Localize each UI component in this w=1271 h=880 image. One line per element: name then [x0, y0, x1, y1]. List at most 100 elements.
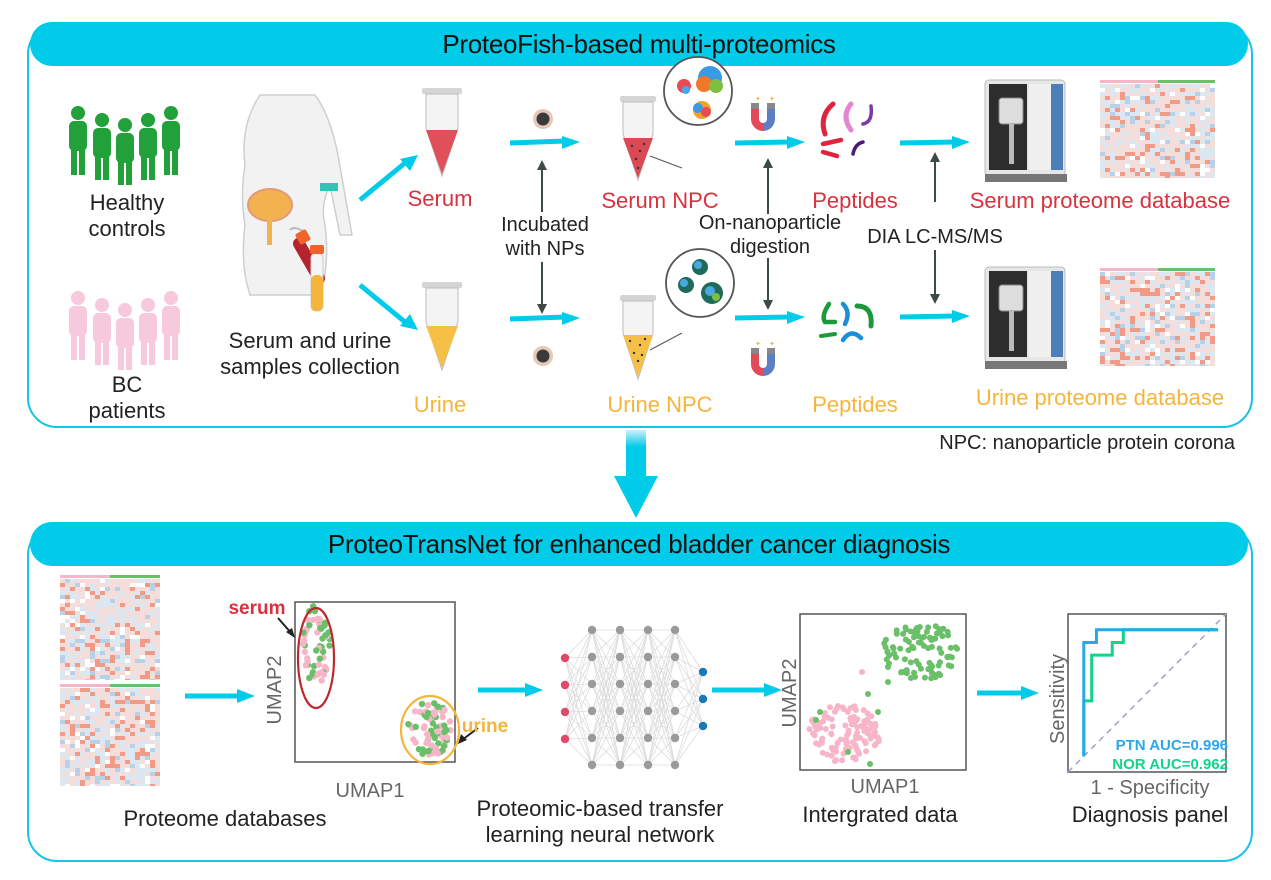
heatmap-cell: [1145, 124, 1150, 128]
heatmap-cell: [85, 784, 90, 786]
heatmap-cell: [1175, 288, 1180, 292]
umap1-point: [412, 739, 419, 746]
heatmap-cell: [1110, 272, 1115, 276]
nanoparticle-top-icon: [533, 109, 553, 129]
heatmap-cell: [1200, 112, 1205, 116]
nor-auc-legend: NOR AUC=0.962: [1112, 756, 1228, 773]
heatmap-cell: [90, 716, 95, 720]
nn-node: [670, 706, 680, 716]
heatmap-cell: [1185, 316, 1190, 320]
heatmap-cell: [150, 659, 155, 663]
heatmap-cell: [1150, 132, 1155, 136]
heatmap-cell: [115, 768, 120, 772]
heatmap-cell: [115, 651, 120, 655]
heatmap-cell: [1165, 300, 1170, 304]
heatmap-cell: [155, 671, 160, 675]
heatmap-cell: [65, 704, 70, 708]
heatmap-cell: [110, 627, 115, 631]
heatmap-cell: [155, 728, 160, 732]
heatmap-cell: [1180, 156, 1185, 160]
heatmap-cell: [1145, 156, 1150, 160]
heatmap-cell: [155, 776, 160, 780]
heatmap-cell: [145, 712, 150, 716]
heatmap-cell: [135, 655, 140, 659]
umap1-point: [431, 709, 438, 717]
heatmap-cell: [1200, 152, 1205, 156]
heatmap-cell: [1170, 280, 1175, 284]
heatmap-cell: [1165, 360, 1170, 364]
heatmap-cell: [1170, 88, 1175, 92]
patients-people-icon: [69, 291, 180, 370]
heatmap-cell: [1195, 288, 1200, 292]
heatmap-cell: [1200, 336, 1205, 340]
heatmap-cell: [1160, 96, 1165, 100]
heatmap-cell: [135, 704, 140, 708]
heatmap-cell: [1115, 120, 1120, 124]
integrated-point-control: [903, 668, 910, 675]
integrated-point-patient: [828, 752, 835, 759]
heatmap-cell: [130, 639, 135, 643]
heatmap-cell: [1100, 296, 1105, 300]
umap-separate-plot: [277, 601, 479, 766]
heatmap-cell: [145, 663, 150, 667]
heatmap-cell: [1190, 156, 1195, 160]
heatmap-cell: [95, 756, 100, 760]
heatmap-cell: [1100, 272, 1105, 276]
heatmap-cell: [110, 599, 115, 603]
heatmap-cell: [110, 643, 115, 647]
heatmap-cell: [1125, 300, 1130, 304]
nn-edge: [564, 629, 593, 740]
heatmap-cell: [90, 768, 95, 772]
integrated-point-control: [921, 674, 928, 681]
heatmap-cell: [1190, 308, 1195, 312]
heatmap-cell: [1135, 104, 1140, 108]
heatmap-cell: [130, 728, 135, 732]
urine-db-label: Urine proteome database: [975, 385, 1225, 410]
heatmap-cell: [1145, 300, 1150, 304]
heatmap-cell: [75, 752, 80, 756]
heatmap-cell: [70, 736, 75, 740]
heatmap-cell: [120, 708, 125, 712]
heatmap-cell: [1130, 296, 1135, 300]
heatmap-cell: [1180, 88, 1185, 92]
heatmap-cell: [125, 732, 130, 736]
heatmap-cell: [1210, 284, 1215, 288]
heatmap-cell: [155, 732, 160, 736]
heatmap-cell: [1125, 156, 1130, 160]
heatmap-cell: [130, 776, 135, 780]
heatmap-cell: [130, 708, 135, 712]
heatmap-cell: [1155, 332, 1160, 336]
heatmap-cell: [1170, 104, 1175, 108]
heatmap-cell: [1110, 176, 1115, 178]
heatmap-cell: [1125, 308, 1130, 312]
heatmap-cell: [1135, 308, 1140, 312]
heatmap-cell: [1160, 120, 1165, 124]
heatmap-cell: [1145, 172, 1150, 176]
heatmap-cell: [1180, 152, 1185, 156]
heatmap-cell: [1140, 152, 1145, 156]
heatmap-cell: [1100, 348, 1105, 352]
heatmap-cell: [100, 756, 105, 760]
heatmap-cell: [1140, 280, 1145, 284]
heatmap-cell: [1125, 352, 1130, 356]
heatmap-cell: [110, 587, 115, 591]
heatmap-cell: [1175, 116, 1180, 120]
heatmap-cell: [1160, 352, 1165, 356]
heatmap-cell: [65, 663, 70, 667]
heatmap-cell: [1105, 128, 1110, 132]
heatmap-cell: [70, 587, 75, 591]
heatmap-cell: [1135, 312, 1140, 316]
heatmap-cell: [1175, 340, 1180, 344]
svg-text:✦: ✦: [755, 95, 761, 103]
heatmap-cell: [70, 611, 75, 615]
heatmap-cell: [130, 679, 135, 680]
heatmap-cell: [1130, 332, 1135, 336]
heatmap-cell: [1180, 312, 1185, 316]
heatmap-cell: [130, 647, 135, 651]
heatmap-cell: [110, 732, 115, 736]
integrated-point-patient: [850, 713, 857, 720]
heatmap-cell: [75, 627, 80, 631]
nn-node: [670, 652, 680, 662]
heatmap-cell: [70, 615, 75, 619]
heatmap-cell: [140, 704, 145, 708]
